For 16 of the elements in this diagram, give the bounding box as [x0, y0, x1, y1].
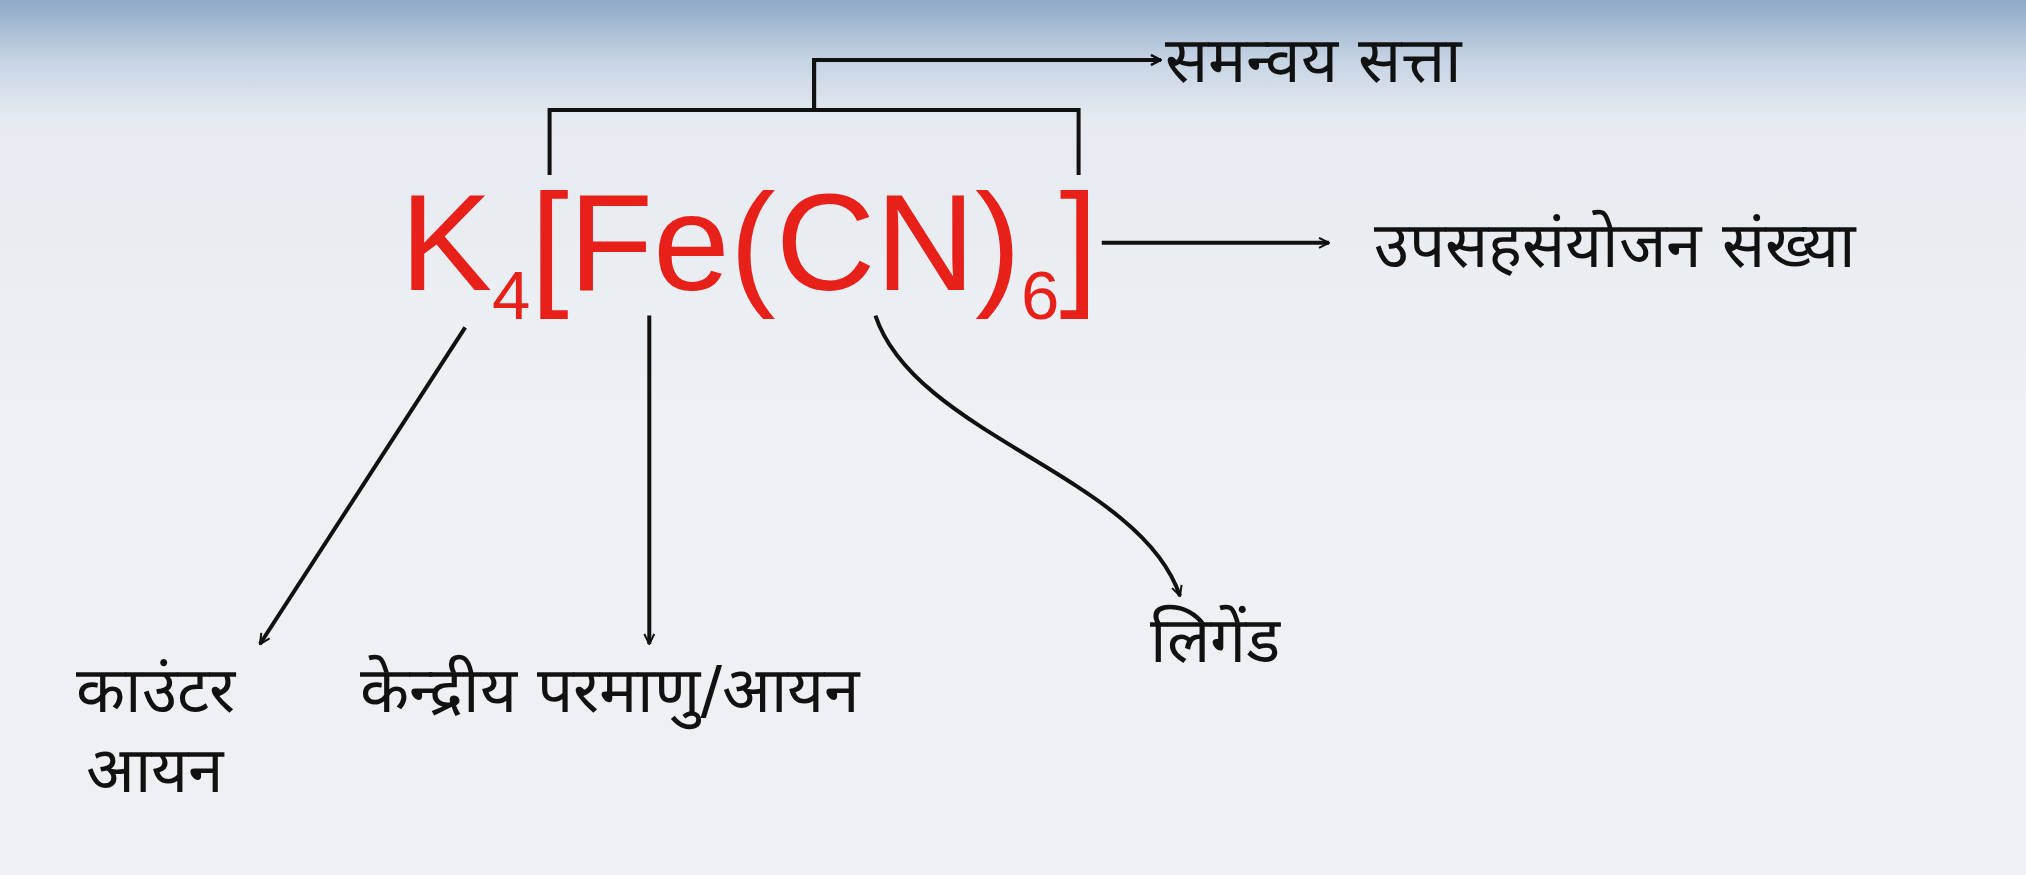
arrow [812, 54, 1162, 175]
formula-part: 6 [1021, 160, 1060, 338]
arrow [1101, 236, 1330, 249]
handwritten-label: केन्द्रीय परमाणु/आयन [360, 650, 860, 730]
arrow [258, 326, 467, 646]
handwritten-label: काउंटर आयन [10, 650, 300, 810]
formula-part: [ [530, 160, 569, 326]
handwritten-label: लिगेंड [1150, 600, 1280, 680]
handwritten-label: उपसहसंयोजन संख्या [1335, 205, 1895, 285]
arrow [873, 314, 1182, 597]
handwritten-label: समन्वय सत्ता [1165, 20, 1463, 100]
formula-part: ] [1059, 160, 1098, 326]
arrow [643, 315, 656, 645]
formula-part: K$_{4}$ [400, 160, 531, 338]
formula-part: Fe [568, 160, 730, 326]
formula-part: (CN) [729, 160, 1022, 326]
